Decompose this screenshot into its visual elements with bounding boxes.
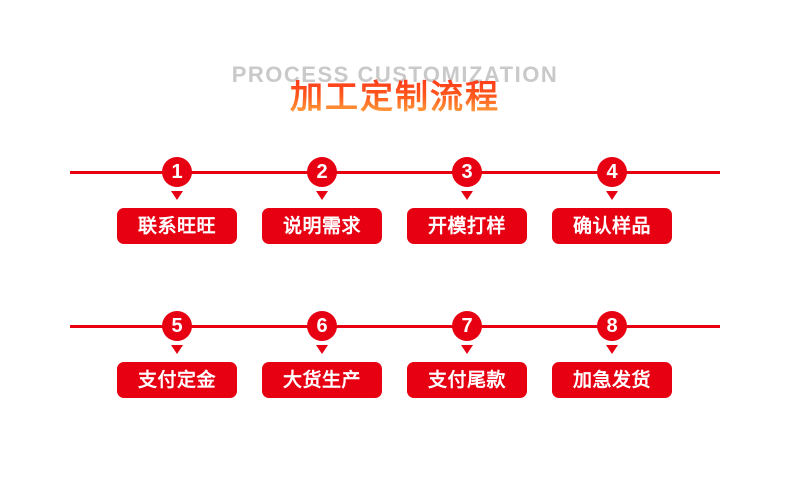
down-arrow-icon	[606, 345, 618, 354]
page-header: PROCESS CUSTOMIZATION 加工定制流程	[0, 58, 790, 118]
process-step-5: 5 支付定金	[117, 306, 237, 398]
step-number-badge: 8	[597, 311, 627, 341]
step-number-badge: 3	[452, 157, 482, 187]
timeline-line	[70, 325, 720, 328]
process-step-4: 4 确认样品	[552, 152, 672, 244]
process-row-1: 1 联系旺旺 2 说明需求 3 开模打样 4 确认样品	[0, 152, 790, 244]
step-number-badge: 7	[452, 311, 482, 341]
step-number-badge: 4	[597, 157, 627, 187]
step-number-badge: 2	[307, 157, 337, 187]
step-label: 说明需求	[262, 208, 382, 244]
step-number-badge: 1	[162, 157, 192, 187]
page-title: 加工定制流程	[0, 70, 790, 118]
down-arrow-icon	[316, 345, 328, 354]
down-arrow-icon	[316, 191, 328, 200]
down-arrow-icon	[171, 191, 183, 200]
step-number-badge: 5	[162, 311, 192, 341]
step-label: 确认样品	[552, 208, 672, 244]
step-label: 支付定金	[117, 362, 237, 398]
timeline-line	[70, 171, 720, 174]
process-step-6: 6 大货生产	[262, 306, 382, 398]
process-step-2: 2 说明需求	[262, 152, 382, 244]
down-arrow-icon	[606, 191, 618, 200]
step-label: 加急发货	[552, 362, 672, 398]
step-number-badge: 6	[307, 311, 337, 341]
process-step-8: 8 加急发货	[552, 306, 672, 398]
process-step-3: 3 开模打样	[407, 152, 527, 244]
step-label: 大货生产	[262, 362, 382, 398]
step-label: 支付尾款	[407, 362, 527, 398]
step-label: 开模打样	[407, 208, 527, 244]
down-arrow-icon	[171, 345, 183, 354]
background-title: PROCESS CUSTOMIZATION	[0, 62, 790, 88]
step-label: 联系旺旺	[117, 208, 237, 244]
process-step-7: 7 支付尾款	[407, 306, 527, 398]
down-arrow-icon	[461, 191, 473, 200]
process-row-2: 5 支付定金 6 大货生产 7 支付尾款 8 加急发货	[0, 306, 790, 398]
down-arrow-icon	[461, 345, 473, 354]
process-step-1: 1 联系旺旺	[117, 152, 237, 244]
